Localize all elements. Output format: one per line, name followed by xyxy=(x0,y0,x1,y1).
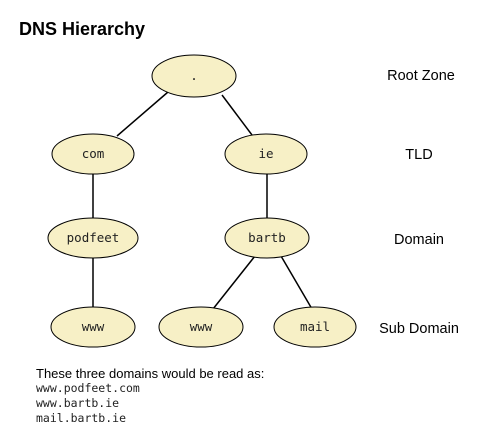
edge-root-com xyxy=(116,91,169,137)
node-com: com xyxy=(51,133,135,175)
node-root: . xyxy=(151,54,237,98)
node-ie: ie xyxy=(224,133,308,175)
note-line: www.bartb.ie xyxy=(36,396,120,410)
note-heading: These three domains would be read as: xyxy=(36,366,265,381)
node-bartb: bartb xyxy=(224,217,310,259)
edge-bartb-www xyxy=(212,255,256,310)
node-mail-bartb: mail xyxy=(273,306,357,348)
level-label-domain: Domain xyxy=(394,232,444,248)
edge-root-ie xyxy=(221,94,253,136)
level-label-root-zone: Root Zone xyxy=(387,68,455,84)
node-podfeet: podfeet xyxy=(47,217,139,259)
node-com-label: com xyxy=(82,146,105,161)
level-label-sub-domain: Sub Domain xyxy=(379,321,459,337)
node-podfeet-label: podfeet xyxy=(67,230,120,245)
node-root-label: . xyxy=(190,68,198,83)
diagram-title: DNS Hierarchy xyxy=(19,19,146,39)
node-www-podfeet: www xyxy=(50,306,136,348)
edge-bartb-mail xyxy=(280,255,313,310)
note-line: www.podfeet.com xyxy=(36,381,140,395)
node-www-bartb-label: www xyxy=(190,319,213,334)
node-bartb-label: bartb xyxy=(248,230,286,245)
explanation-note: These three domains would be read as: ww… xyxy=(36,366,264,426)
level-label-tld: TLD xyxy=(405,147,432,163)
node-www-podfeet-label: www xyxy=(82,319,105,334)
node-mail-bartb-label: mail xyxy=(300,319,330,334)
note-line: mail.bartb.ie xyxy=(36,411,127,425)
node-www-bartb: www xyxy=(158,306,244,348)
node-ie-label: ie xyxy=(258,146,273,161)
